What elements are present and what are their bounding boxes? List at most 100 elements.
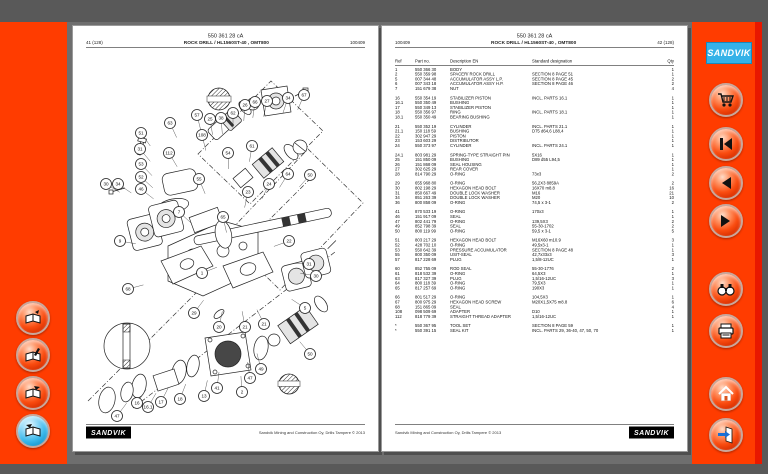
page-header: 550 361 28 cA 41 (128) ROCK DRILL / HL15… xyxy=(86,33,365,59)
callout-number: 51 xyxy=(138,131,144,136)
book-nav-button-2[interactable] xyxy=(16,338,50,372)
search-button[interactable] xyxy=(709,272,743,306)
cart-button[interactable] xyxy=(709,83,743,117)
home-icon xyxy=(716,384,736,404)
callout-leader-line xyxy=(247,362,250,373)
page-label: 41 (128) xyxy=(86,40,103,45)
doc-title: ROCK DRILL / HL1560ST-40 , OMT800 xyxy=(183,40,269,46)
next-page-icon xyxy=(717,212,735,230)
callout-number: 31 xyxy=(137,147,143,152)
book-nav-button-1[interactable] xyxy=(16,301,50,335)
book-nav-button-3[interactable] xyxy=(16,376,50,410)
table-row: 34 851 263 39 DOUBLE LOCK WASHER M20 10 xyxy=(395,195,674,201)
table-row: 49 852 798 39 SEAL 55-30-1702 2 xyxy=(395,223,674,229)
callout-circle xyxy=(299,302,311,314)
callout-leader-line xyxy=(249,151,252,162)
callout-number: 30 xyxy=(103,182,109,187)
callout-circle xyxy=(310,270,322,282)
callout-circle xyxy=(196,267,208,279)
detail-view-circle xyxy=(103,322,151,370)
callout-circle xyxy=(217,211,229,223)
callout-leader-line xyxy=(256,353,260,364)
exit-button[interactable] xyxy=(709,418,743,452)
open-book-arrow-right-icon xyxy=(23,383,43,403)
callout-leader-line xyxy=(217,372,220,383)
callout-circle xyxy=(255,363,267,375)
window-bottom-bar xyxy=(0,464,768,474)
callout-number: 23 xyxy=(245,190,251,195)
table-row: 7 151 679 38 NUT 4 xyxy=(395,85,674,91)
table-row: 18 550 356 97 RING INCL. PARTS 18.1 1 xyxy=(395,109,674,115)
doc-number: 550 361 28 cA xyxy=(207,33,244,39)
callout-circle xyxy=(244,372,256,384)
callout-leader-line xyxy=(299,341,307,350)
table-row: 41 870 533 19 O-RING 170x3 1 xyxy=(395,209,674,215)
callout-number: 46 xyxy=(138,187,144,192)
page-header: 550 361 28 cA 100409 ROCK DRILL / HL1560… xyxy=(395,33,674,59)
table-row: 17 550 349 13 STABILIZER PISTON 1 xyxy=(395,104,674,110)
col-part-no: Part no. xyxy=(415,59,430,64)
table-row: 108 098 509 69 ADAPTER D10 1 xyxy=(395,309,674,315)
page-footer: Sandvik Mining and Construction Oy, Dril… xyxy=(395,424,674,442)
exit-door-icon xyxy=(716,425,736,445)
home-button[interactable] xyxy=(709,377,743,411)
first-page-button[interactable] xyxy=(709,127,743,161)
callout-circle xyxy=(198,390,210,402)
callout-number: 112 xyxy=(165,151,173,156)
table-row: 67 800 975 29 HEXAGON HEAD SCREW M20X1,5… xyxy=(395,299,674,305)
next-page-button[interactable] xyxy=(709,204,743,238)
callout-leader-line xyxy=(143,153,151,162)
print-button[interactable] xyxy=(709,314,743,348)
callout-leader-line xyxy=(144,167,153,176)
table-row: 63 817 327 39 PLUG 1,5/16-12UC 3 xyxy=(395,275,674,281)
callout-number: 63 xyxy=(167,121,173,126)
table-row: 28 814 790 29 O-RING 73x3 2 xyxy=(395,171,674,177)
table-row: 21 550 352 19 CYLINDER INCL. PARTS 21.1 … xyxy=(395,123,674,129)
open-book-arrow-up-icon xyxy=(23,308,43,328)
doc-id: 100409 xyxy=(349,40,365,45)
book-nav-button-4-active[interactable] xyxy=(16,414,50,448)
window-top-bar xyxy=(0,0,768,22)
callout-number: 54 xyxy=(225,151,231,156)
callout-circle xyxy=(122,283,134,295)
table-row: 24.1 803 981 29 SPRING-TYPE STRAIGHT PIN… xyxy=(395,152,674,158)
callout-leader-line xyxy=(241,311,245,322)
callout-number: 21 xyxy=(242,325,248,330)
callout-leader-line xyxy=(197,300,204,309)
callout-leader-line xyxy=(110,186,120,193)
callout-leader-line xyxy=(243,110,245,121)
callout-number: 61 xyxy=(249,144,255,149)
callout-number: 1 xyxy=(201,271,204,276)
callout-number: 24 xyxy=(266,182,272,187)
bottom-assembly xyxy=(98,295,328,414)
callout-number: 31 xyxy=(306,262,312,267)
table-row: 46 151 917 09 SEAL 1 xyxy=(395,214,674,220)
callout-leader-line xyxy=(300,272,311,276)
callout-circle xyxy=(173,206,185,218)
callout-circle xyxy=(134,143,146,155)
open-book-arrow-left-icon xyxy=(23,421,43,441)
callout-circle xyxy=(211,382,223,394)
callout-circle xyxy=(246,140,258,152)
piston-shaft xyxy=(193,207,332,249)
callout-leader-line xyxy=(207,267,217,272)
callout-number: 49 xyxy=(258,367,264,372)
callout-circle xyxy=(100,178,112,190)
table-row: 57 817 228 69 PLUG 1,5/8-12UC 1 xyxy=(395,256,674,262)
table-row: 2 550 359 98 SPACER/ ROCK DRILL SECTION … xyxy=(395,71,674,77)
table-header-row: Ref Part no. Description EN Standard des… xyxy=(395,59,674,64)
window-right-edge xyxy=(762,22,768,464)
table-row: 21.1 150 118 59 BUSHING D75 d64,6 L88,4 … xyxy=(395,128,674,134)
table-row: 5 007 344 48 ACCUMULATOR ASSY L.P. SECTI… xyxy=(395,76,674,82)
cylinder-parts xyxy=(232,139,308,189)
callout-leader-line xyxy=(163,387,169,398)
callout-number: 68 xyxy=(125,287,131,292)
table-row: 6 007 343 18 ACCUMULATOR ASSY H.P. SECTI… xyxy=(395,81,674,87)
callout-number: 27 xyxy=(264,99,270,104)
previous-page-button[interactable] xyxy=(709,166,743,200)
table-row: 52 428 702 10 O-RING 49,5x3-1 1 xyxy=(395,242,674,248)
callout-leader-line xyxy=(297,99,303,110)
callout-number: 2 xyxy=(241,390,244,395)
shopping-cart-icon xyxy=(716,90,736,110)
